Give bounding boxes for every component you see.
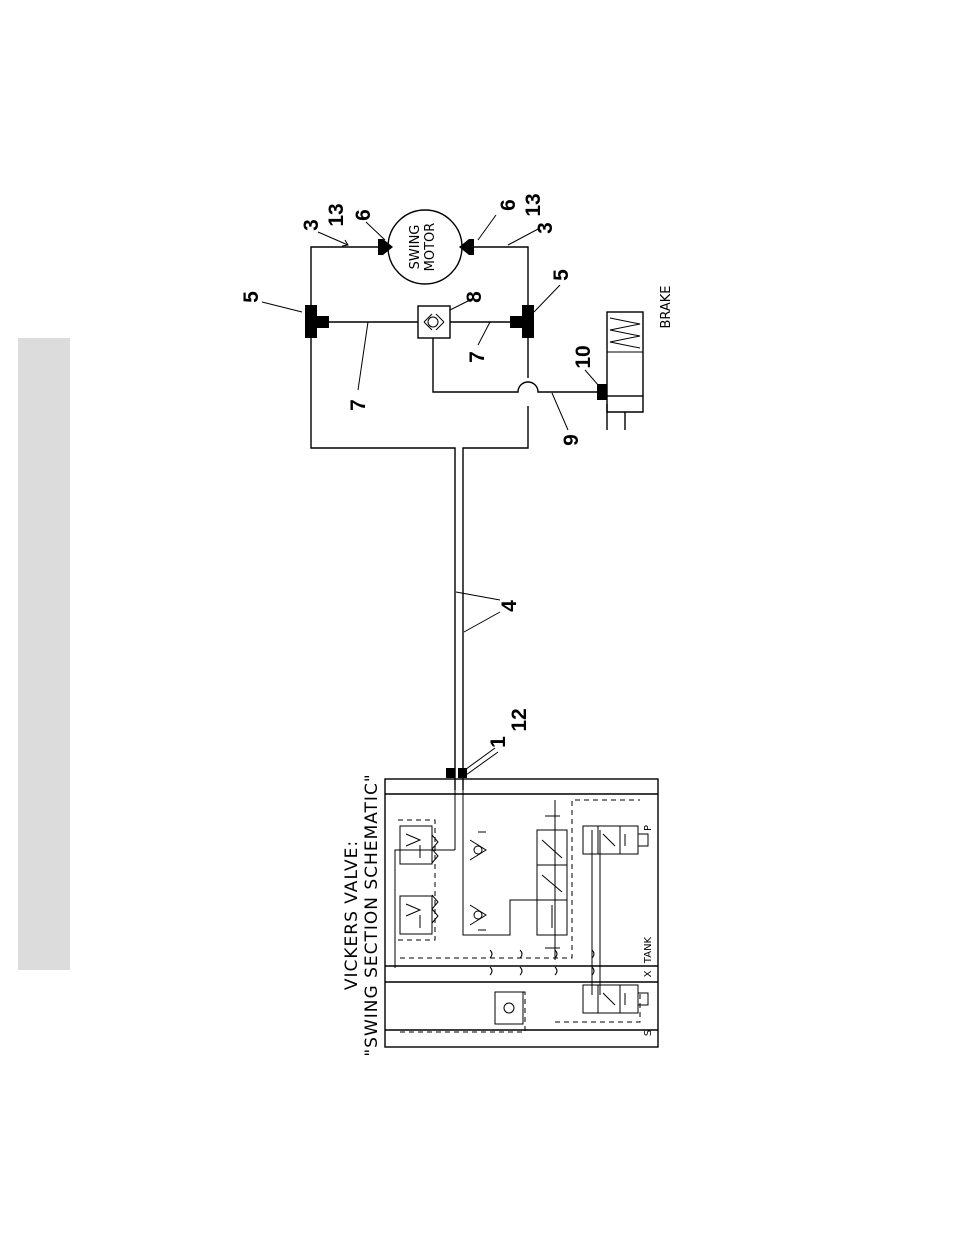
- valve-fitting-left: [446, 768, 455, 778]
- port-p-label: P: [643, 825, 654, 831]
- callout-13-right: 13: [522, 193, 545, 216]
- motor-fitting-left: [378, 239, 393, 255]
- tee-fitting-left: [305, 305, 329, 338]
- swing-motor-label-2: MOTOR: [423, 223, 438, 272]
- callout-6-left: 6: [352, 209, 375, 221]
- leader-10: [585, 370, 599, 386]
- callout-10: 10: [572, 345, 595, 368]
- callout-4: 4: [498, 600, 521, 612]
- brake-label: BRAKE: [659, 285, 674, 328]
- main-line-left: [311, 338, 455, 790]
- callout-7-right: 7: [466, 351, 489, 363]
- callout-9: 9: [560, 434, 583, 446]
- leader-6-left: [366, 222, 385, 240]
- callout-12: 12: [508, 708, 531, 731]
- brake-actuator: BRAKE: [607, 285, 674, 430]
- leader-5-left: [262, 302, 302, 312]
- port-x-label: X: [643, 970, 654, 977]
- callout-6-right: 6: [497, 199, 520, 211]
- valve-title-2: "SWING SECTION SCHEMATIC": [362, 773, 382, 1056]
- valve-title-1: VICKERS VALVE:: [342, 840, 362, 990]
- leader-3-right: [508, 228, 540, 245]
- swing-motor-label-1: SWING: [408, 225, 423, 270]
- port-tank-label: TANK: [643, 936, 654, 964]
- valve-fitting-right: [458, 768, 467, 778]
- brake-fitting-10: [597, 384, 607, 400]
- leader-7-right: [478, 322, 490, 345]
- vickers-valve-block: VICKERS VALVE: "SWING SECTION SCHEMATIC": [342, 773, 658, 1056]
- callout-5-left: 5: [240, 291, 263, 303]
- leader-7-left: [358, 322, 368, 390]
- callout-13-left: 13: [325, 203, 348, 226]
- callout-3-left: 3: [300, 219, 323, 231]
- shuttle-valve: [418, 306, 450, 338]
- callout-7-left: 7: [347, 399, 370, 411]
- callout-8: 8: [463, 291, 486, 303]
- leader-8: [450, 300, 470, 310]
- tee-fitting-right: [510, 305, 534, 338]
- leader-9: [552, 393, 568, 430]
- leader-6-right: [478, 215, 496, 240]
- callout-3-right: 3: [534, 222, 557, 234]
- callout-5-right: 5: [550, 269, 573, 281]
- swing-motor: SWING MOTOR: [388, 210, 462, 284]
- hose-3-left: [311, 247, 378, 312]
- port-s-label: S: [643, 1030, 654, 1036]
- leader-3-left: [318, 232, 348, 246]
- svg-text:13: 13: [325, 203, 348, 226]
- leader-5-right: [534, 285, 560, 312]
- callout-1: 1: [487, 736, 510, 748]
